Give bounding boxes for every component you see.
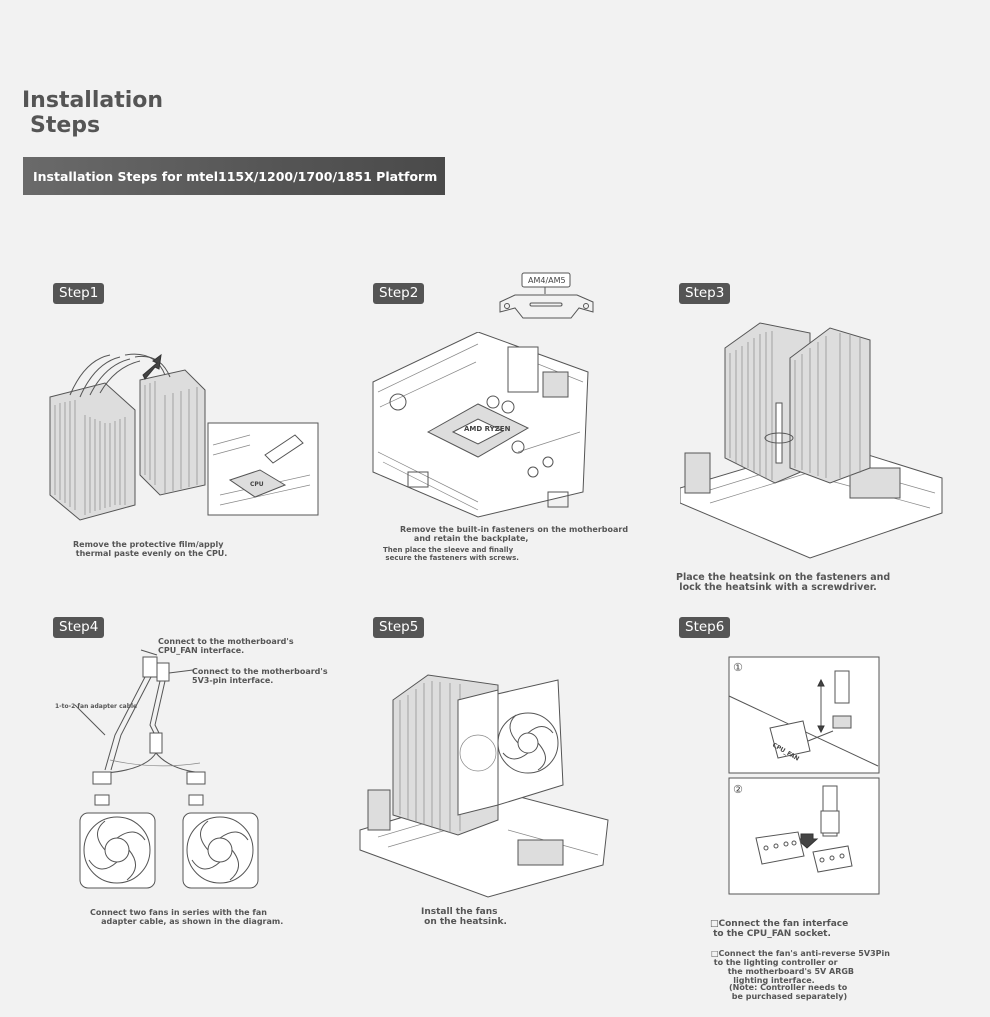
step4-badge: Step4 bbox=[53, 617, 105, 638]
step6-illustration: ① CPU_FAN ② bbox=[728, 656, 880, 895]
panel1-number: ① bbox=[733, 661, 743, 674]
title-line1: Installation bbox=[22, 88, 164, 113]
step2-caption1: Remove the built-in fasteners on the mot… bbox=[400, 525, 629, 543]
title-line2: Steps bbox=[30, 113, 101, 138]
step2-illustration: AMD RYZEN bbox=[372, 332, 589, 518]
step5-badge: Step5 bbox=[373, 617, 425, 638]
step5-illustration bbox=[359, 674, 609, 898]
step1-caption: Remove the protective film/apply thermal… bbox=[73, 540, 228, 558]
step2-caption2: Then place the sleeve and finally secure… bbox=[383, 546, 519, 562]
step6-note3: (Note: Controller needs to be purchased … bbox=[729, 983, 848, 1001]
step4-caption: Connect two fans in series with the fan … bbox=[90, 908, 284, 926]
step6-badge: Step6 bbox=[679, 617, 731, 638]
step2-badge: Step2 bbox=[373, 283, 425, 304]
step1-illustration: CPU bbox=[49, 353, 319, 521]
step4-illustration bbox=[75, 649, 259, 889]
step4-callout1: Connect to the motherboard's CPU_FAN int… bbox=[158, 637, 294, 655]
cpu-text: AMD RYZEN bbox=[464, 425, 511, 433]
step5-caption: Install the fans on the heatsink. bbox=[421, 907, 507, 927]
page-title: Installation Steps bbox=[22, 88, 163, 138]
step6-note2: □Connect the fan's anti-reverse 5V3Pin t… bbox=[711, 949, 890, 985]
step2-bracket-diagram: AM4/AM5 bbox=[499, 272, 594, 319]
step6-note1: □Connect the fan interface to the CPU_FA… bbox=[710, 919, 849, 939]
step4-callout2: Connect to the motherboard's 5V3-pin int… bbox=[192, 667, 328, 685]
bracket-label: AM4/AM5 bbox=[528, 276, 566, 285]
svg-text:CPU: CPU bbox=[250, 481, 264, 488]
panel2-number: ② bbox=[733, 783, 743, 796]
step3-badge: Step3 bbox=[679, 283, 731, 304]
platform-banner: Installation Steps for mtel115X/1200/170… bbox=[23, 157, 445, 195]
step4-callout3: 1-to-2 fan adapter cable bbox=[55, 703, 138, 710]
step3-illustration bbox=[680, 322, 943, 559]
step1-badge: Step1 bbox=[53, 283, 105, 304]
step3-caption: Place the heatsink on the fasteners and … bbox=[676, 572, 891, 593]
